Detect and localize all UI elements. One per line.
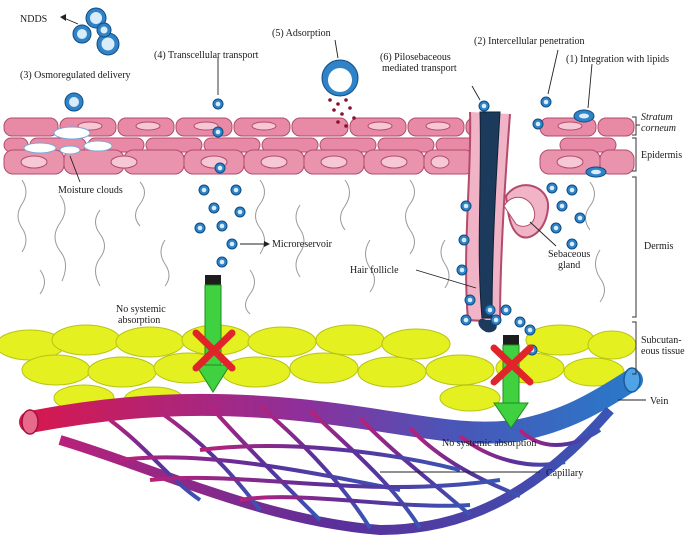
label-subcutaneous-2: eous tissue (641, 346, 685, 357)
blocked-arrow-left (192, 275, 236, 393)
hair-follicle (465, 111, 511, 333)
cross-icon (490, 344, 534, 386)
layer-brackets (632, 116, 637, 375)
label-moisture-clouds: Moisture clouds (58, 185, 123, 196)
text-labels: NDDS (5) Adsorption (2) Intercellular pe… (20, 14, 685, 479)
cross-icon (192, 329, 236, 372)
label-no-systemic-left-1: No systemic (116, 304, 166, 315)
blood-vessels (19, 367, 643, 536)
label-pilosebaceous-2: mediated transport (382, 63, 457, 74)
label-adsorption: (5) Adsorption (272, 28, 331, 39)
label-no-systemic-right: No systemic absorption (442, 438, 536, 449)
label-capillary: Capillary (546, 468, 583, 479)
nanoparticles (64, 7, 607, 356)
label-subcutaneous-1: Subcutan- (641, 335, 682, 346)
moisture-clouds (23, 126, 113, 155)
label-intercellular: (2) Intercellular penetration (474, 36, 585, 47)
dermis-fibers (17, 179, 605, 315)
sebaceous-gland (503, 184, 550, 239)
blocked-arrow-right (490, 335, 534, 429)
label-epidermis: Epidermis (641, 150, 682, 161)
label-stratum-2: corneum (641, 123, 676, 134)
label-transcellular: (4) Transcellular transport (154, 50, 259, 61)
label-hair-follicle: Hair follicle (350, 265, 399, 276)
label-sebaceous-2: gland (558, 260, 580, 271)
label-stratum-1: Stratum (641, 112, 673, 123)
label-integration: (1) Integration with lipids (566, 54, 669, 65)
capillary-mesh (108, 404, 602, 530)
label-vein: Vein (650, 396, 668, 407)
label-ndds: NDDS (20, 14, 47, 25)
epidermis-layer (3, 121, 635, 175)
label-no-systemic-left-2: absorption (118, 315, 160, 326)
label-osmoregulated: (3) Osmoregulated delivery (20, 70, 131, 81)
subcutaneous-fat (0, 324, 637, 414)
label-microreservoir: Microreservoir (272, 239, 333, 250)
leader-lines (60, 14, 646, 473)
adsorption-droplets (328, 98, 356, 128)
stratum-corneum-layer (3, 117, 635, 153)
label-dermis: Dermis (644, 241, 674, 252)
label-sebaceous-1: Sebaceous (548, 249, 590, 260)
label-pilosebaceous-1: (6) Pilosebaceous (380, 52, 451, 63)
